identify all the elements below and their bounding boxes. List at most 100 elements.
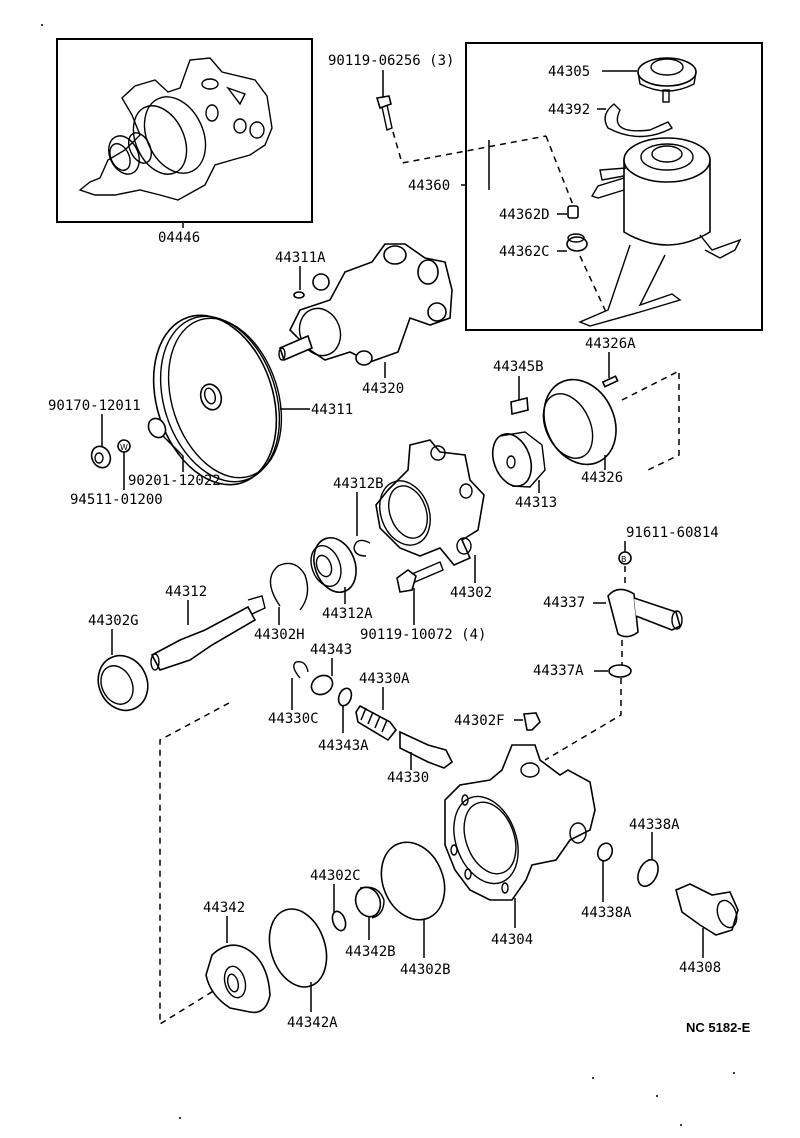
bearing	[313, 537, 357, 593]
part-label-44342[interactable]: 44342	[203, 900, 245, 916]
part-label-44330A[interactable]: 44330A	[359, 671, 410, 687]
shaft-end	[150, 653, 160, 671]
bearing-race	[310, 544, 342, 588]
part-label-90119-10072[interactable]: 90119-10072 (4)	[360, 627, 486, 643]
part-label-44362D[interactable]: 44362D	[499, 207, 550, 223]
snap-ring-small	[293, 661, 309, 679]
gasket-oil-seal-inner	[109, 143, 131, 171]
part-label-44302F[interactable]: 44302F	[454, 713, 505, 729]
rear-housing-group: 44304	[444, 744, 596, 948]
part-label-44326A[interactable]: 44326A	[585, 336, 636, 352]
part-label-44342B[interactable]: 44342B	[345, 944, 396, 960]
pulley-groove	[167, 317, 283, 479]
front-housing	[375, 439, 485, 566]
part-label-44302[interactable]: 44302	[450, 585, 492, 601]
reservoir-tank-opening	[651, 145, 683, 163]
part-label-44302H[interactable]: 44302H	[254, 627, 305, 643]
part-label-44337[interactable]: 44337	[543, 595, 585, 611]
cam-ring-group: 44345B 44326A 44313 44326	[491, 336, 680, 511]
outlet-fitting-group: 44338A 44338A 44308	[581, 817, 739, 976]
part-label-44304[interactable]: 44304	[491, 932, 533, 948]
bolt-mark-circle	[618, 551, 632, 565]
cam-ring	[543, 378, 617, 466]
part-label-44345B[interactable]: 44345B	[493, 359, 544, 375]
pressure-plate-bore	[226, 973, 240, 993]
part-label-44311A[interactable]: 44311A	[275, 250, 326, 266]
reservoir-frame	[465, 42, 763, 331]
part-label-44330C[interactable]: 44330C	[268, 711, 319, 727]
part-label-44312B[interactable]: 44312B	[333, 476, 384, 492]
circlip	[269, 562, 309, 611]
gasket-hole	[233, 118, 247, 134]
front-housing-boss	[459, 483, 473, 499]
valve-spring	[355, 704, 398, 742]
union-gasket	[608, 664, 632, 678]
pressure-plate-hub	[223, 965, 247, 999]
part-label-44313[interactable]: 44313	[515, 495, 557, 511]
pump-shaft	[279, 334, 313, 362]
gasket-tab	[226, 86, 246, 106]
pulley-groove	[159, 315, 281, 483]
part-label-44302C[interactable]: 44302C	[310, 868, 361, 884]
rear-housing-bore-inner	[463, 801, 517, 875]
part-label-44338A-lower[interactable]: 44338A	[581, 905, 632, 921]
part-label-44360[interactable]: 44360	[408, 178, 450, 194]
part-label-44326[interactable]: 44326	[581, 470, 623, 486]
part-label-44302G[interactable]: 44302G	[88, 613, 139, 629]
part-label-44343A[interactable]: 44343A	[318, 738, 369, 754]
o-ring-tiny	[331, 910, 347, 932]
outlet-fitting	[675, 883, 739, 936]
part-label-44330[interactable]: 44330	[387, 770, 429, 786]
part-label-44342A[interactable]: 44342A	[287, 1015, 338, 1031]
part-label-04446[interactable]: 04446	[158, 230, 200, 246]
part-label-44362C[interactable]: 44362C	[499, 244, 550, 260]
snap-ring	[353, 539, 371, 557]
gasket-hole	[205, 104, 219, 122]
pulley-bore	[203, 387, 217, 405]
pump-shaft-end	[278, 347, 286, 361]
oil-seal-inner	[100, 665, 134, 705]
part-label-44312[interactable]: 44312	[165, 584, 207, 600]
reservoir-outlet-pipe	[590, 177, 625, 199]
circlip-group: 44302H	[254, 562, 309, 643]
rotor-side	[499, 431, 546, 488]
plate-seal-edge	[359, 886, 385, 919]
spring-coil	[381, 719, 388, 733]
part-label-90201-12022[interactable]: 90201-12022	[128, 473, 221, 489]
front-housing-group: 44302	[375, 439, 492, 601]
reservoir-tank	[623, 159, 711, 246]
part-label-90119-06256[interactable]: 90119-06256 (3)	[328, 53, 454, 69]
housing-bolt-head	[396, 569, 417, 593]
pulley-group: 44311	[152, 314, 353, 486]
assembly-dashed-line	[392, 131, 547, 164]
o-ring-large	[268, 908, 328, 988]
reservoir-cap-gasket	[604, 103, 674, 138]
diagram-code: NC 5182-E	[686, 1020, 751, 1035]
flow-control-valve	[399, 730, 454, 769]
part-label-44343[interactable]: 44343	[310, 642, 352, 658]
scan-speck	[41, 24, 43, 26]
part-label-91611-60814[interactable]: 91611-60814	[626, 525, 719, 541]
part-label-44308[interactable]: 44308	[679, 960, 721, 976]
part-label-44305[interactable]: 44305	[548, 64, 590, 80]
rear-housing-threaded-port	[569, 822, 587, 844]
part-label-44337A[interactable]: 44337A	[533, 663, 584, 679]
shaft-spline	[247, 595, 266, 615]
part-label-44338A-upper[interactable]: 44338A	[629, 817, 680, 833]
part-label-44311[interactable]: 44311	[311, 402, 353, 418]
outlet-fitting-hex	[716, 899, 738, 929]
part-label-44320[interactable]: 44320	[362, 381, 404, 397]
bolt-shank	[381, 104, 393, 131]
gasket-o-ring-inner	[132, 105, 188, 175]
spring-coil	[367, 711, 374, 725]
part-label-90170-12011[interactable]: 90170-12011	[48, 398, 141, 414]
part-label-44392[interactable]: 44392	[548, 102, 590, 118]
rear-housing-port	[520, 762, 540, 778]
reservoir-bracket-tab	[599, 167, 627, 181]
part-label-44312A[interactable]: 44312A	[322, 606, 373, 622]
part-label-44302B[interactable]: 44302B	[400, 962, 451, 978]
pump-fitting	[417, 259, 439, 285]
part-label-94511-01200[interactable]: 94511-01200	[70, 492, 163, 508]
housing-plug	[523, 712, 541, 731]
washer-mark-text: W	[120, 443, 128, 452]
